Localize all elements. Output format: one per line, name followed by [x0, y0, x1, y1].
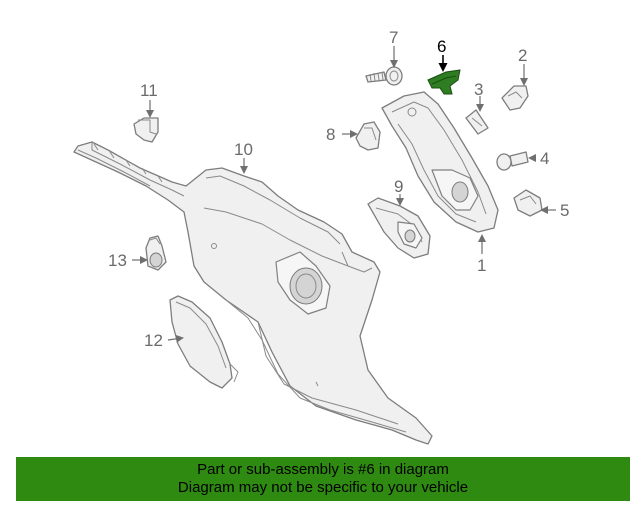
callout-3: 3 — [474, 80, 483, 99]
part-13-clip[interactable] — [145, 235, 167, 271]
callout-11: 11 — [140, 81, 158, 100]
diagram-notice-banner: Part or sub-assembly is #6 in diagram Di… — [16, 457, 630, 501]
part-7-screw[interactable] — [365, 66, 403, 86]
callout-7: 7 — [389, 28, 398, 47]
part-9-inner-trim[interactable] — [367, 197, 431, 259]
callout-2: 2 — [518, 46, 527, 65]
callout-9: 9 — [394, 177, 403, 196]
part-8-trim-piece[interactable] — [355, 121, 381, 151]
callout-numbers: 1 2 3 4 5 6 7 8 9 10 11 12 13 — [108, 28, 569, 350]
part-3-plate[interactable] — [465, 109, 489, 135]
part-2-retainer[interactable] — [501, 85, 529, 111]
notice-disclaimer-line: Diagram may not be specific to your vehi… — [177, 479, 469, 496]
part-5-clip[interactable] — [513, 189, 543, 217]
part-10-quarter-trim-panel[interactable] — [73, 141, 433, 445]
callout-8: 8 — [326, 125, 335, 144]
callout-6: 6 — [437, 37, 446, 56]
part-12-cover-panel[interactable] — [169, 295, 239, 389]
leader-12 — [167, 334, 184, 343]
callout-13: 13 — [108, 251, 127, 270]
notice-part-line: Part or sub-assembly is #6 in diagram — [197, 461, 449, 478]
callout-12: 12 — [144, 331, 163, 350]
part-1-pillar-trim[interactable] — [381, 91, 499, 233]
callout-5: 5 — [560, 201, 569, 220]
callout-1: 1 — [477, 256, 486, 275]
callout-10: 10 — [234, 140, 253, 159]
part-11-bracket[interactable] — [133, 117, 159, 143]
part-4-push-pin[interactable] — [496, 151, 529, 171]
leader-lines — [132, 46, 556, 343]
callout-4: 4 — [540, 149, 549, 168]
part-6-highlighted-clip[interactable] — [427, 69, 461, 95]
